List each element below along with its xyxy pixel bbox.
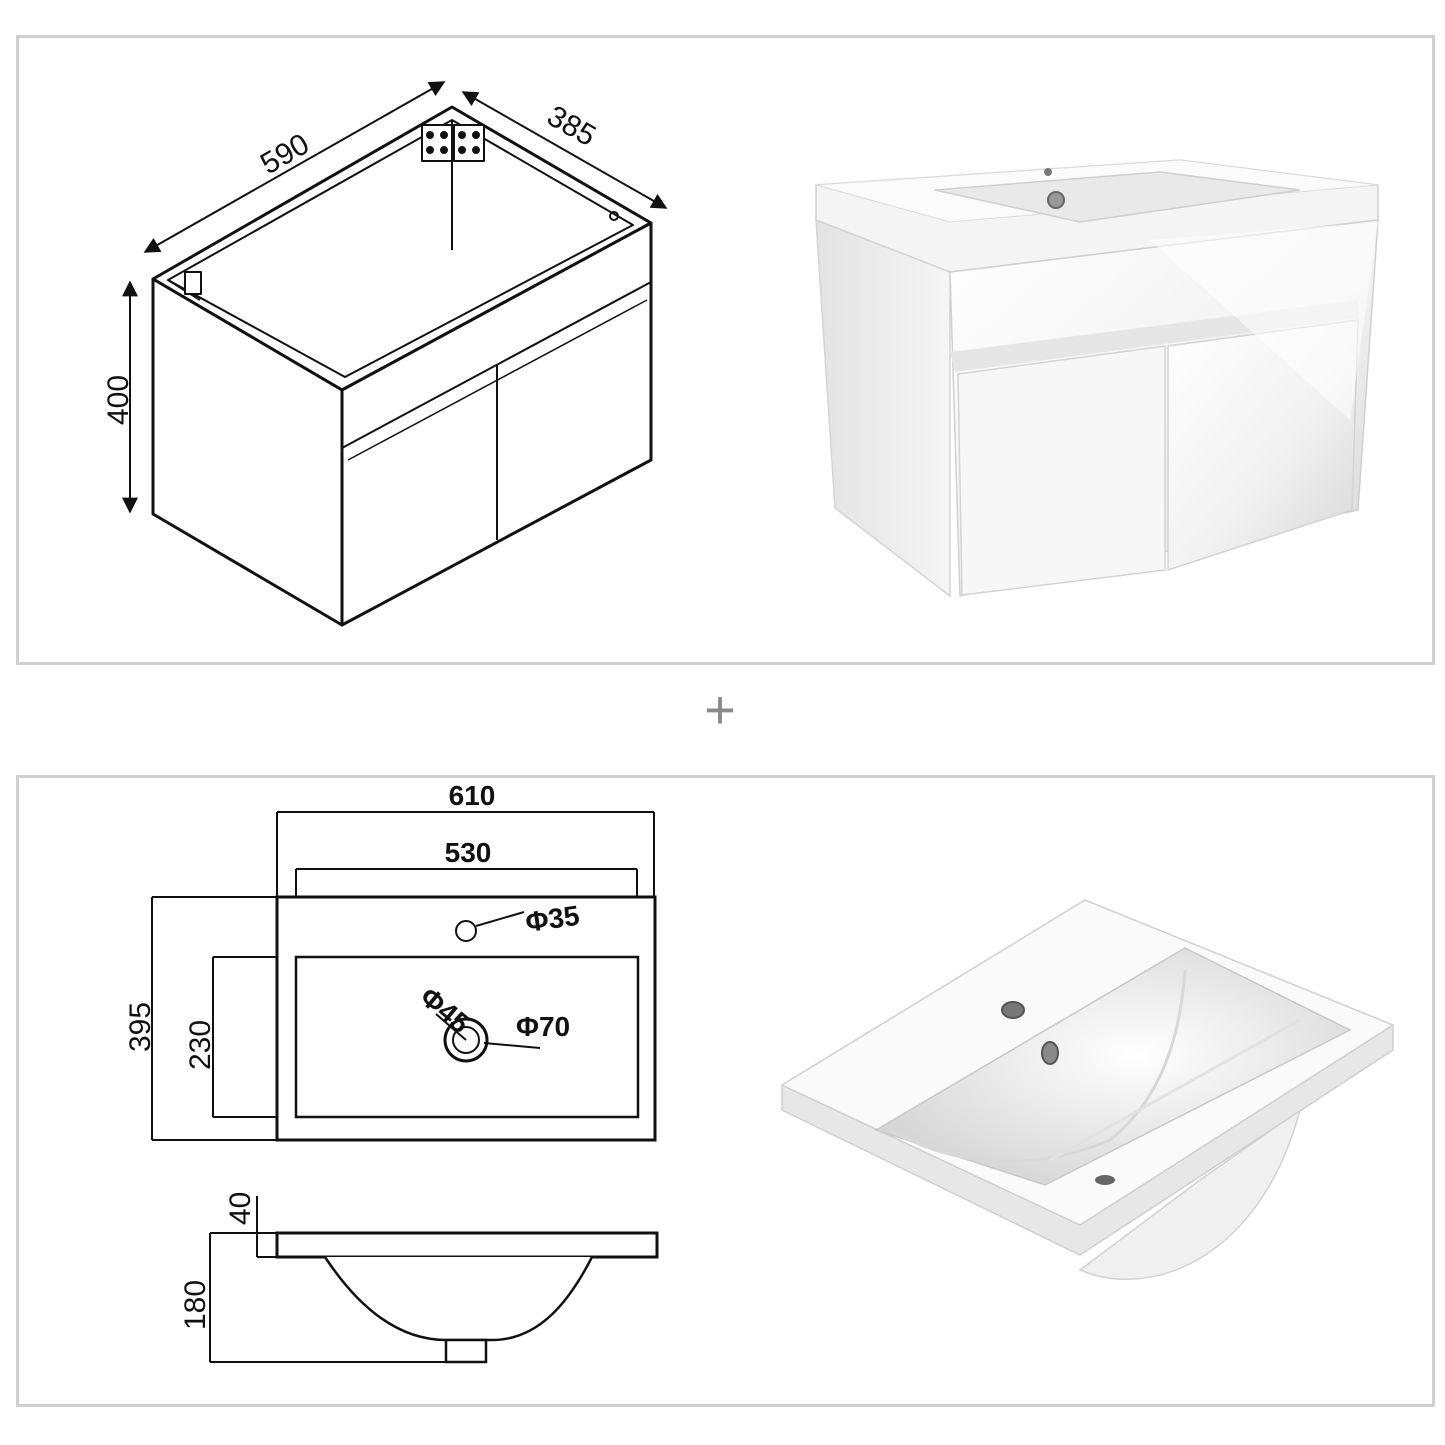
basin-inner-width-label: 530 [445,837,492,868]
cabinet-dimensions [122,81,668,514]
cabinet-depth-label: 385 [542,99,602,153]
bowl-depth-label: 230 [184,1020,217,1070]
cabinet-line-drawing [151,105,653,627]
overflow-label: Φ70 [516,1011,570,1042]
basin-depth-label: 395 [124,1002,157,1052]
cabinet-product-image [815,159,1379,598]
cabinet-width-label: 590 [255,127,315,181]
basin-side-dimensions [209,1196,446,1363]
basin-side-view [275,1231,659,1364]
basin-outer-width-label: 610 [449,780,496,811]
tap-hole-label: Φ35 [524,900,582,938]
basin-product-image [780,899,1395,1281]
rim-thickness-label: 40 [224,1192,257,1225]
basin-top-view [275,895,657,1142]
basin-top-dimensions [151,811,655,1141]
cabinet-height-label: 400 [102,375,135,425]
bowl-height-label: 180 [179,1280,212,1330]
plus-separator: + [704,680,736,740]
